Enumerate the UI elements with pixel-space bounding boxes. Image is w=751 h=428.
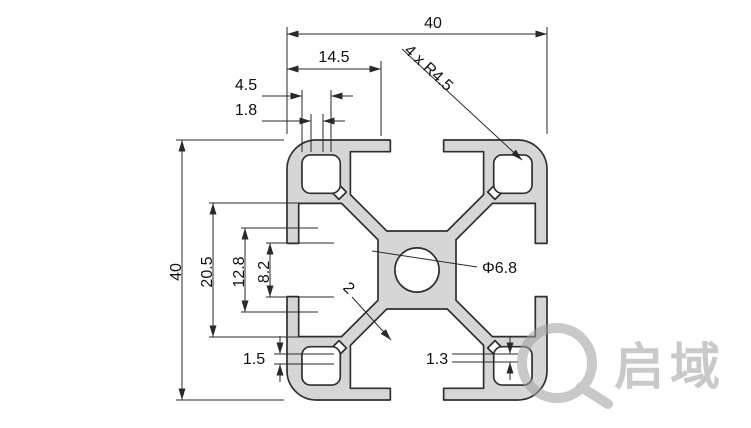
watermark-logo-tail-icon: [576, 382, 613, 409]
t-slot-cavity: [349, 139, 485, 232]
dim-overall-width: 40: [424, 15, 442, 32]
dim-bottom-left-wall: 1.5: [243, 351, 265, 368]
dim-cavity-width: 12.8: [231, 256, 248, 287]
extension-lines: [176, 27, 548, 401]
profile-cross-section: [285, 139, 549, 402]
watermark-logo-ring-icon: [517, 323, 597, 403]
dim-bottom-wall: 1.3: [426, 351, 448, 368]
dim-slot-position: 14.5: [318, 49, 349, 66]
watermark-brand-text: 启域: [614, 339, 726, 395]
corner-radius-leader: [401, 48, 523, 161]
dim-lip-thickness: 1.8: [235, 102, 257, 119]
dim-lip-width: 4.5: [235, 77, 257, 94]
watermark: 启域: [517, 323, 726, 409]
corner-channel-cavity: [486, 154, 533, 201]
corner-channel-cavity: [301, 339, 348, 386]
dim-cavity-depth: 20.5: [199, 256, 216, 287]
dim-center-hole: Φ6.8: [482, 260, 517, 277]
dim-overall-height: 40: [168, 263, 185, 281]
dimension-lines: [178, 30, 547, 400]
dim-slot-opening: 8.2: [256, 261, 273, 283]
web-thickness-leader: [351, 296, 392, 341]
corner-channel-cavity: [301, 154, 348, 201]
center-hole: [394, 247, 440, 293]
center-hole-leader: [371, 250, 478, 268]
